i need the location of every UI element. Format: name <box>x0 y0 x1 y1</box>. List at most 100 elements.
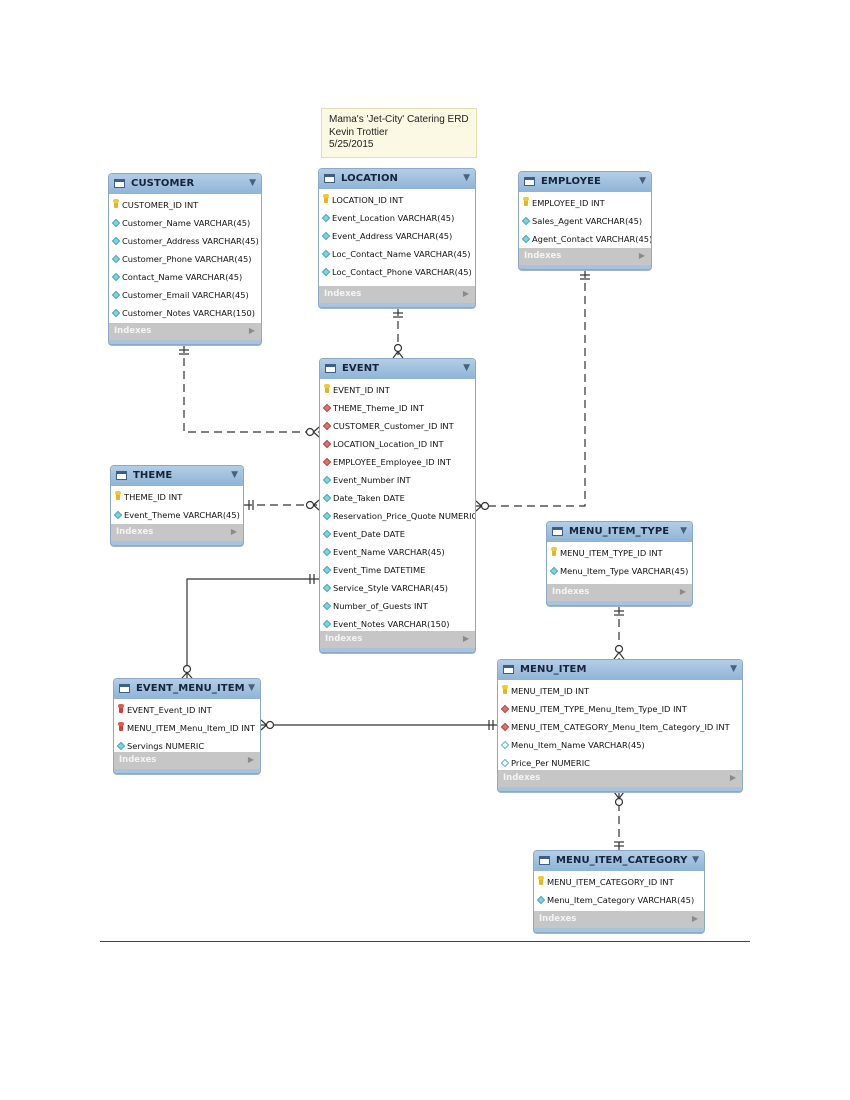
column-row[interactable]: MENU_ITEM_ID INT <box>498 682 742 700</box>
column-row[interactable]: MENU_ITEM_CATEGORY_ID INT <box>534 873 704 891</box>
table-header[interactable]: LOCATION▼ <box>319 169 475 189</box>
column-row[interactable]: MENU_ITEM_Menu_Item_ID INT <box>114 719 260 737</box>
column-row[interactable]: CUSTOMER_ID INT <box>109 196 261 214</box>
expand-arrow-icon[interactable]: ▶ <box>729 773 736 782</box>
table-header[interactable]: THEME▼ <box>111 466 243 486</box>
table-header[interactable]: MENU_ITEM_CATEGORY▼ <box>534 851 704 871</box>
column-row[interactable]: Event_Notes VARCHAR(150) <box>320 615 475 633</box>
collapse-arrow-icon[interactable]: ▼ <box>680 526 687 536</box>
column-row[interactable]: Service_Style VARCHAR(45) <box>320 579 475 597</box>
indexes-section[interactable]: Indexes▶ <box>111 524 243 541</box>
column-row[interactable]: Price_Per NUMERIC <box>498 754 742 772</box>
column-label: Agent_Contact VARCHAR(45) <box>532 234 652 244</box>
collapse-arrow-icon[interactable]: ▼ <box>639 176 646 186</box>
column-row[interactable]: CUSTOMER_Customer_ID INT <box>320 417 475 435</box>
column-row[interactable]: EMPLOYEE_ID INT <box>519 194 651 212</box>
column-row[interactable]: Customer_Notes VARCHAR(150) <box>109 304 261 322</box>
rel-location-event[interactable] <box>392 308 404 359</box>
column-row[interactable]: Loc_Contact_Phone VARCHAR(45) <box>319 263 475 281</box>
column-row[interactable]: Loc_Contact_Name VARCHAR(45) <box>319 245 475 263</box>
collapse-arrow-icon[interactable]: ▼ <box>249 178 256 188</box>
column-row[interactable]: Event_Name VARCHAR(45) <box>320 543 475 561</box>
column-row[interactable]: LOCATION_ID INT <box>319 191 475 209</box>
rel-event-event-menu-item[interactable] <box>181 574 319 679</box>
rel-menu-item-category-menu-item[interactable] <box>613 791 625 850</box>
column-row[interactable]: Event_Number INT <box>320 471 475 489</box>
expand-arrow-icon[interactable]: ▶ <box>679 587 686 596</box>
indexes-section[interactable]: Indexes▶ <box>319 286 475 303</box>
table-header[interactable]: CUSTOMER▼ <box>109 174 261 194</box>
table-header[interactable]: MENU_ITEM▼ <box>498 660 742 680</box>
column-row[interactable]: Sales_Agent VARCHAR(45) <box>519 212 651 230</box>
column-row[interactable]: Event_Location VARCHAR(45) <box>319 209 475 227</box>
column-row[interactable]: Reservation_Price_Quote NUMERIC <box>320 507 475 525</box>
column-row[interactable]: Servings NUMERIC <box>114 737 260 755</box>
rel-theme-event[interactable] <box>244 499 320 511</box>
column-icon <box>321 231 331 241</box>
table-header[interactable]: EMPLOYEE▼ <box>519 172 651 192</box>
indexes-section[interactable]: Indexes▶ <box>547 584 692 601</box>
column-row[interactable]: THEME_Theme_ID INT <box>320 399 475 417</box>
expand-arrow-icon[interactable]: ▶ <box>247 755 254 764</box>
column-row[interactable]: MENU_ITEM_TYPE_ID INT <box>547 544 692 562</box>
expand-arrow-icon[interactable]: ▶ <box>462 289 469 298</box>
column-row[interactable]: Customer_Email VARCHAR(45) <box>109 286 261 304</box>
column-row[interactable]: Event_Theme VARCHAR(45) <box>111 506 243 524</box>
indexes-section[interactable]: Indexes▶ <box>109 323 261 340</box>
collapse-arrow-icon[interactable]: ▼ <box>463 363 470 373</box>
collapse-arrow-icon[interactable]: ▼ <box>730 664 737 674</box>
expand-arrow-icon[interactable]: ▶ <box>638 251 645 260</box>
indexes-section[interactable]: Indexes▶ <box>534 911 704 928</box>
rel-menu-item-type-menu-item[interactable] <box>613 606 625 660</box>
column-row[interactable]: Menu_Item_Type VARCHAR(45) <box>547 562 692 580</box>
collapse-arrow-icon[interactable]: ▼ <box>231 470 238 480</box>
rel-customer-event[interactable] <box>179 345 320 438</box>
rel-employee-event[interactable] <box>475 270 590 512</box>
table-menu-item-category[interactable]: MENU_ITEM_CATEGORY▼ MENU_ITEM_CATEGORY_ID… <box>533 850 705 933</box>
diagram-note[interactable]: Mama's 'Jet-City' Catering ERD Kevin Tro… <box>321 108 477 158</box>
column-row[interactable]: Event_Date DATE <box>320 525 475 543</box>
indexes-section[interactable]: Indexes▶ <box>519 248 651 265</box>
column-row[interactable]: Agent_Contact VARCHAR(45) <box>519 230 651 248</box>
column-row[interactable]: Customer_Name VARCHAR(45) <box>109 214 261 232</box>
column-row[interactable]: Customer_Phone VARCHAR(45) <box>109 250 261 268</box>
column-row[interactable]: Contact_Name VARCHAR(45) <box>109 268 261 286</box>
expand-arrow-icon[interactable]: ▶ <box>691 914 698 923</box>
rel-menu-item-event-menu-item[interactable] <box>260 719 497 731</box>
column-row[interactable]: Menu_Item_Category VARCHAR(45) <box>534 891 704 909</box>
indexes-section[interactable]: Indexes▶ <box>114 752 260 769</box>
column-row[interactable]: Menu_Item_Name VARCHAR(45) <box>498 736 742 754</box>
column-row[interactable]: Event_Time DATETIME <box>320 561 475 579</box>
table-header[interactable]: EVENT_MENU_ITEM▼ <box>114 679 260 699</box>
collapse-arrow-icon[interactable]: ▼ <box>248 683 255 693</box>
column-row[interactable]: Event_Address VARCHAR(45) <box>319 227 475 245</box>
column-row[interactable]: Customer_Address VARCHAR(45) <box>109 232 261 250</box>
table-header[interactable]: EVENT▼ <box>320 359 475 379</box>
collapse-arrow-icon[interactable]: ▼ <box>463 173 470 183</box>
indexes-section[interactable]: Indexes▶ <box>320 631 475 648</box>
column-row[interactable]: Number_of_Guests INT <box>320 597 475 615</box>
column-row[interactable]: EVENT_ID INT <box>320 381 475 399</box>
column-row[interactable]: MENU_ITEM_CATEGORY_Menu_Item_Category_ID… <box>498 718 742 736</box>
expand-arrow-icon[interactable]: ▶ <box>248 326 255 335</box>
column-row[interactable]: LOCATION_Location_ID INT <box>320 435 475 453</box>
column-row[interactable]: THEME_ID INT <box>111 488 243 506</box>
column-row[interactable]: EMPLOYEE_Employee_ID INT <box>320 453 475 471</box>
column-row[interactable]: EVENT_Event_ID INT <box>114 701 260 719</box>
table-header[interactable]: MENU_ITEM_TYPE▼ <box>547 522 692 542</box>
expand-arrow-icon[interactable]: ▶ <box>230 527 237 536</box>
collapse-arrow-icon[interactable]: ▼ <box>692 855 699 865</box>
column-row[interactable]: Date_Taken DATE <box>320 489 475 507</box>
expand-arrow-icon[interactable]: ▶ <box>462 634 469 643</box>
indexes-section[interactable]: Indexes▶ <box>498 770 742 787</box>
column-row[interactable]: MENU_ITEM_TYPE_Menu_Item_Type_ID INT <box>498 700 742 718</box>
